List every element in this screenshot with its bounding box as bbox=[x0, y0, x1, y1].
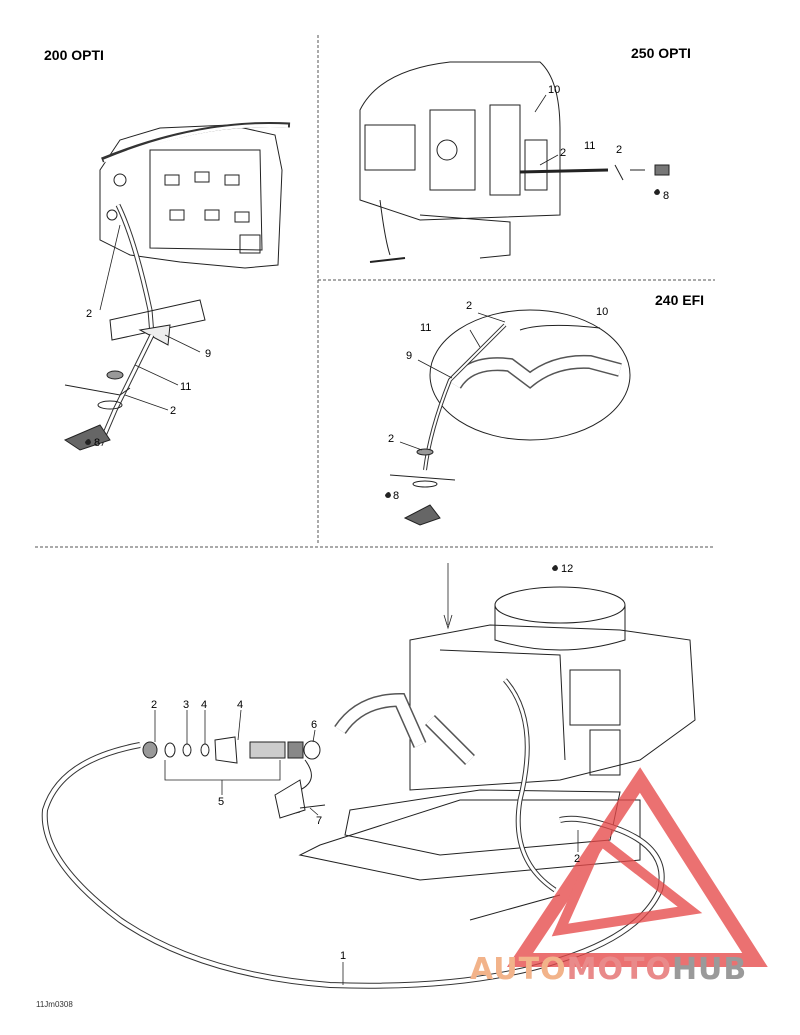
fuel-line-1 bbox=[41, 678, 665, 989]
panel-title-250-opti: 250 OPTI bbox=[631, 45, 691, 61]
engine-200-opti bbox=[63, 121, 291, 451]
engine-250-opti bbox=[359, 61, 670, 263]
callout: 6 bbox=[311, 719, 318, 731]
watermark-moto: MOTO bbox=[566, 952, 672, 987]
callout: 4 bbox=[237, 699, 244, 711]
panel-dividers bbox=[35, 35, 715, 548]
callout: 4 bbox=[201, 699, 208, 711]
watermark-text: AUTOMOTOHUB bbox=[470, 952, 747, 987]
callout: 2 bbox=[466, 300, 473, 312]
callout: 11 bbox=[584, 140, 596, 152]
callout: 12 bbox=[561, 563, 574, 575]
callout: 2 bbox=[151, 699, 158, 711]
callout: 11 bbox=[420, 322, 432, 334]
callout: 8 bbox=[94, 437, 101, 449]
reference-code: 11Jm0308 bbox=[36, 1000, 73, 1009]
watermark-logo bbox=[506, 767, 768, 967]
callout: 7 bbox=[316, 815, 323, 827]
panel-title-200-opti: 200 OPTI bbox=[44, 47, 104, 63]
callout: 5 bbox=[218, 796, 225, 808]
callout: 10 bbox=[596, 306, 609, 318]
exploded-parts bbox=[142, 736, 326, 819]
callout: 11 bbox=[180, 381, 192, 393]
liquid-drop-icons bbox=[85, 189, 660, 571]
engine-main bbox=[298, 586, 696, 921]
callout: 2 bbox=[388, 433, 395, 445]
callout: 8 bbox=[393, 490, 400, 502]
watermark-hub: HUB bbox=[671, 952, 748, 987]
callout: 3 bbox=[183, 699, 190, 711]
callout: 2 bbox=[574, 853, 581, 865]
panel-title-240-efi: 240 EFI bbox=[655, 292, 705, 308]
callout: 9 bbox=[406, 350, 413, 362]
watermark-auto: AUTO bbox=[470, 952, 567, 987]
callout: 9 bbox=[205, 348, 212, 360]
engine-240-efi bbox=[389, 309, 631, 526]
callout: 2 bbox=[616, 144, 623, 156]
callout: 2 bbox=[170, 405, 177, 417]
callout: 10 bbox=[548, 84, 561, 96]
callout: 8 bbox=[663, 190, 670, 202]
callout: 2 bbox=[560, 147, 567, 159]
callout: 1 bbox=[340, 950, 347, 962]
callout: 2 bbox=[86, 308, 93, 320]
